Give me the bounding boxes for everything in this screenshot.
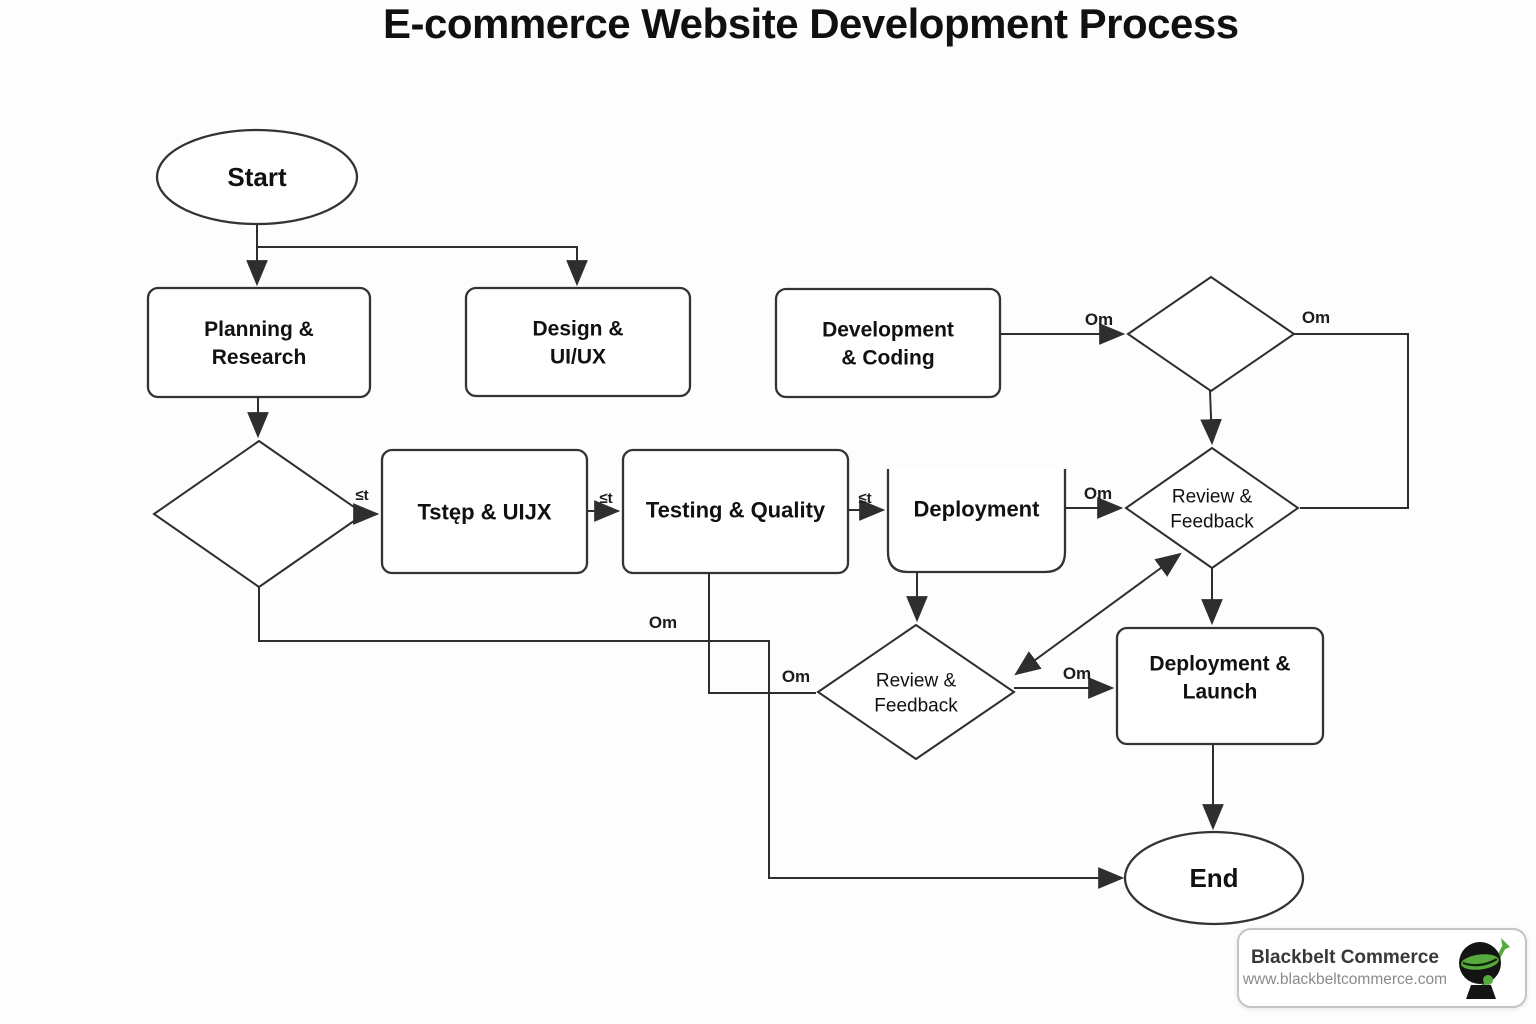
- start-label: Start: [227, 162, 287, 192]
- edge-label-om6: Om: [1063, 664, 1091, 683]
- ninja-icon: [1459, 938, 1510, 999]
- node-tstep: Tstęp & UIJX: [380, 448, 589, 575]
- edge-review-diagonal: [1014, 552, 1182, 676]
- node-start: Start: [155, 128, 359, 226]
- devcoding-shape: [774, 287, 1002, 399]
- logo-text-block: Blackbelt Commerce www.blackbeltcommerce…: [1243, 946, 1447, 989]
- deployment-label: Deployment: [914, 497, 1041, 522]
- review-bottom-shape: [816, 623, 1016, 761]
- planning-label: Planning &Research: [204, 318, 314, 369]
- page-title: E-commerce Website Development Process: [383, 0, 1239, 47]
- logo-badge: Blackbelt Commerce www.blackbeltcommerce…: [1237, 928, 1527, 1008]
- edge-long-loop-end: [258, 587, 1125, 889]
- edge-diamond-top-loop: [1294, 333, 1409, 509]
- edge-testing-review-bottom: [708, 573, 816, 694]
- review-top-shape: [1124, 446, 1300, 570]
- edge-label-om1: Om: [1085, 310, 1113, 329]
- testing-shape: [621, 448, 850, 575]
- node-design: Design &UI/UX: [464, 286, 692, 398]
- review-top-label: Review &Feedback: [1170, 486, 1254, 532]
- node-planning: Planning &Research: [146, 286, 372, 399]
- end-label: End: [1189, 863, 1238, 893]
- design-shape: [464, 286, 692, 398]
- node-diamond-left: [152, 439, 366, 589]
- edge-label-st2: ≤t: [599, 490, 612, 507]
- node-deployment: Deployment: [886, 469, 1067, 574]
- edge-label-om4: Om: [649, 613, 677, 632]
- edge-label-om3: Om: [1084, 484, 1112, 503]
- tstep-label: Tstęp & UIJX: [417, 500, 551, 525]
- review-bottom-label: Review &Feedback: [874, 670, 958, 716]
- edge-start-design: [257, 246, 588, 287]
- node-testing: Testing & Quality: [621, 448, 850, 575]
- node-end: End: [1123, 830, 1305, 926]
- edge-label-st1: ≤t: [355, 487, 368, 504]
- edge-label-om2: Om: [1302, 308, 1330, 327]
- planning-shape: [146, 286, 372, 399]
- diamond-left-shape: [152, 439, 366, 589]
- edge-label-st3: ≤t: [858, 490, 871, 507]
- node-diamond-top: [1126, 275, 1296, 393]
- node-devcoding: Development& Coding: [774, 287, 1002, 399]
- design-label: Design &UI/UX: [532, 318, 623, 369]
- node-launch: Deployment &Launch: [1115, 626, 1325, 746]
- diamond-top-shape: [1126, 275, 1296, 393]
- launch-label: Deployment &Launch: [1149, 653, 1290, 704]
- logo-website-url: www.blackbeltcommerce.com: [1242, 971, 1447, 989]
- node-review-bottom: Review &Feedback: [816, 623, 1016, 761]
- end-shape: [1123, 830, 1305, 926]
- node-review-top: Review &Feedback: [1124, 446, 1300, 570]
- edge-label-om5: Om: [782, 667, 810, 686]
- edge-diamond-top-review-top: [1200, 390, 1222, 446]
- logo-company-name: Blackbelt Commerce: [1250, 947, 1439, 969]
- testing-label: Testing & Quality: [646, 498, 826, 523]
- devcoding-label: Development& Coding: [822, 319, 954, 370]
- start-shape: [155, 128, 359, 226]
